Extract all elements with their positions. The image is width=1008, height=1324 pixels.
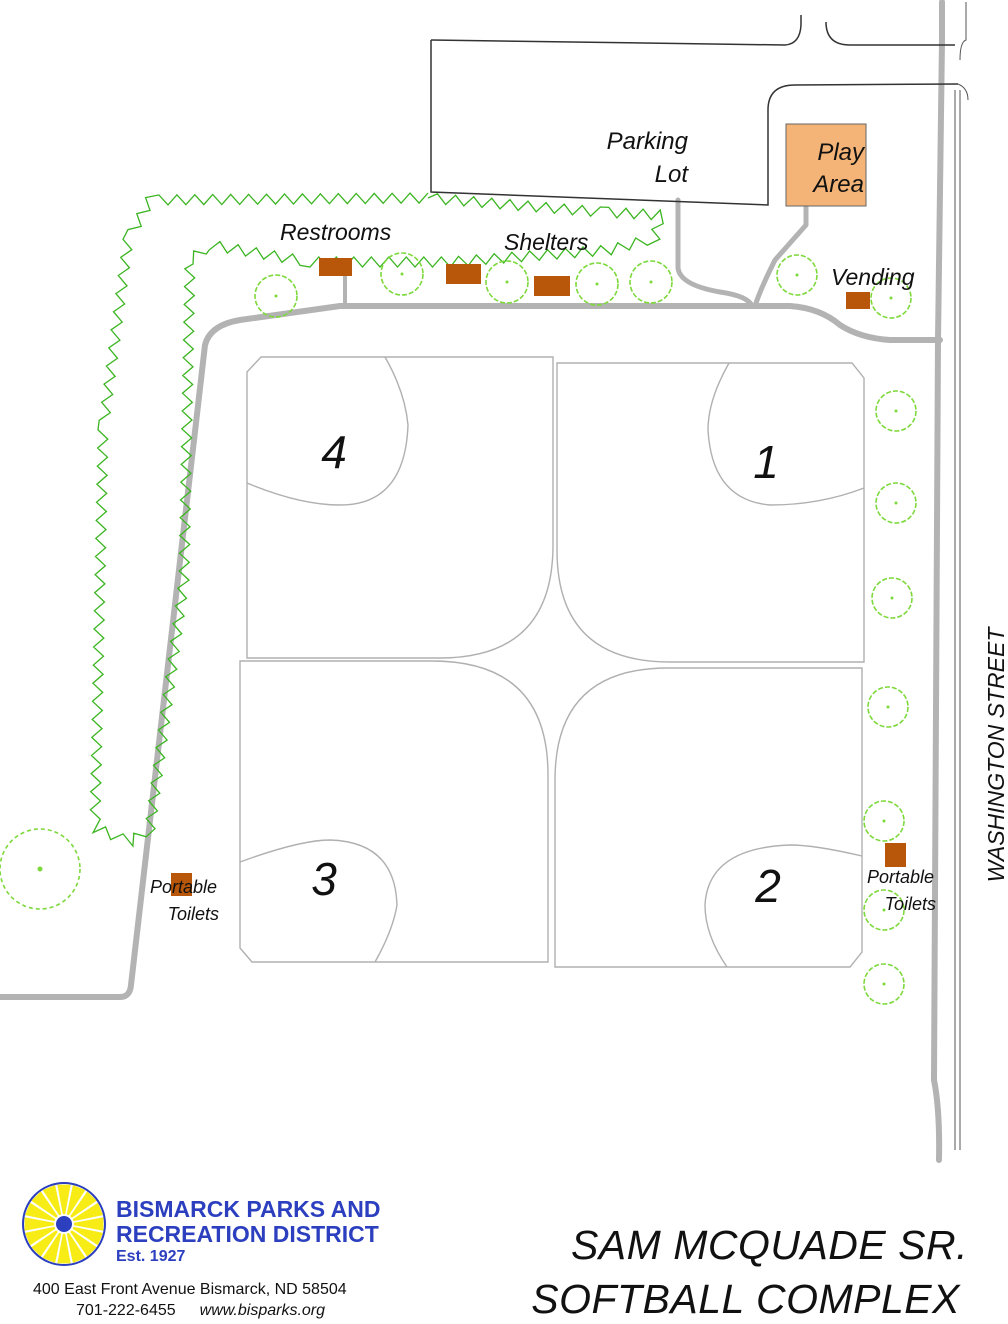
shelters-label: Shelters — [504, 229, 589, 255]
portable-toilet-right — [885, 843, 906, 867]
portable-toilet-left — [171, 873, 192, 896]
portable-toilets-right-label-2: Toilets — [885, 894, 936, 914]
restroom-building — [319, 258, 352, 276]
portable-toilets-left-label-1: Portable — [150, 877, 217, 897]
roads — [0, 0, 945, 1163]
softball-fields — [239, 356, 865, 968]
org-name-line-2: RECREATION DISTRICT — [116, 1221, 379, 1247]
perimeter-road — [0, 303, 943, 1000]
field-1 — [556, 362, 865, 663]
tree-icon — [875, 390, 917, 432]
tree-icon — [575, 262, 619, 306]
washington-street-line — [931, 0, 945, 1163]
vending-label: Vending — [831, 264, 915, 290]
access-road-lot — [675, 197, 755, 309]
org-name-line-1: BISMARCK PARKS AND — [116, 1196, 381, 1222]
org-website-link[interactable]: www.bisparks.org — [199, 1302, 326, 1319]
play-area-block — [785, 123, 867, 207]
buildings — [171, 258, 906, 896]
play-area-label-1: Play — [817, 139, 866, 166]
play-area-label-2: Area — [811, 171, 864, 198]
parking-lot-outline — [430, 40, 959, 206]
field-number-4: 4 — [321, 426, 347, 478]
hedge-row — [89, 192, 664, 848]
street-edge — [954, 2, 969, 1150]
field-number-3: 3 — [311, 853, 337, 905]
tree-icon — [776, 254, 818, 296]
tree-icon — [629, 260, 673, 304]
tree-icon — [871, 577, 913, 619]
tree-icon — [863, 963, 905, 1005]
tree-icon — [863, 800, 905, 842]
tree-icon — [0, 828, 81, 910]
tree-icon — [867, 686, 909, 728]
org-established: Est. 1927 — [116, 1248, 186, 1265]
vending-building — [846, 292, 870, 309]
tree-icon — [870, 277, 912, 319]
parking-lot-label-2: Lot — [655, 161, 690, 188]
parking-lot-label-1: Parking — [607, 128, 689, 155]
portable-toilets-left-label-2: Toilets — [168, 904, 219, 924]
sun-logo-icon — [22, 1182, 106, 1266]
tree-icon — [875, 482, 917, 524]
org-phone: 701-222-6455 — [76, 1302, 176, 1319]
shelter-1 — [446, 264, 481, 284]
play-area-path — [752, 203, 809, 309]
tree-icon — [380, 252, 424, 296]
washington-street-label: WASHINGTON STREET — [983, 626, 1008, 883]
field-3 — [239, 660, 549, 963]
tree-icon — [485, 260, 529, 304]
portable-toilets-right-label-1: Portable — [867, 867, 934, 887]
org-address: 400 East Front Avenue Bismarck, ND 58504 — [33, 1281, 347, 1298]
trees — [0, 252, 917, 1005]
field-2 — [554, 667, 863, 968]
complex-title-line-1: SAM MCQUADE SR. — [570, 1222, 968, 1268]
tree-icon — [254, 274, 298, 318]
org-contact: 701-222-6455 www.bisparks.org — [76, 1302, 325, 1320]
restrooms-label: Restrooms — [280, 219, 392, 245]
field-number-1: 1 — [753, 436, 779, 488]
lot-north-edge-2 — [825, 21, 955, 46]
field-number-2: 2 — [754, 860, 781, 912]
complex-title-line-2: SOFTBALL COMPLEX — [531, 1276, 960, 1322]
shelter-2 — [534, 276, 570, 296]
tree-icon — [863, 889, 905, 931]
field-4 — [246, 356, 554, 659]
lot-north-edge — [430, 15, 802, 46]
